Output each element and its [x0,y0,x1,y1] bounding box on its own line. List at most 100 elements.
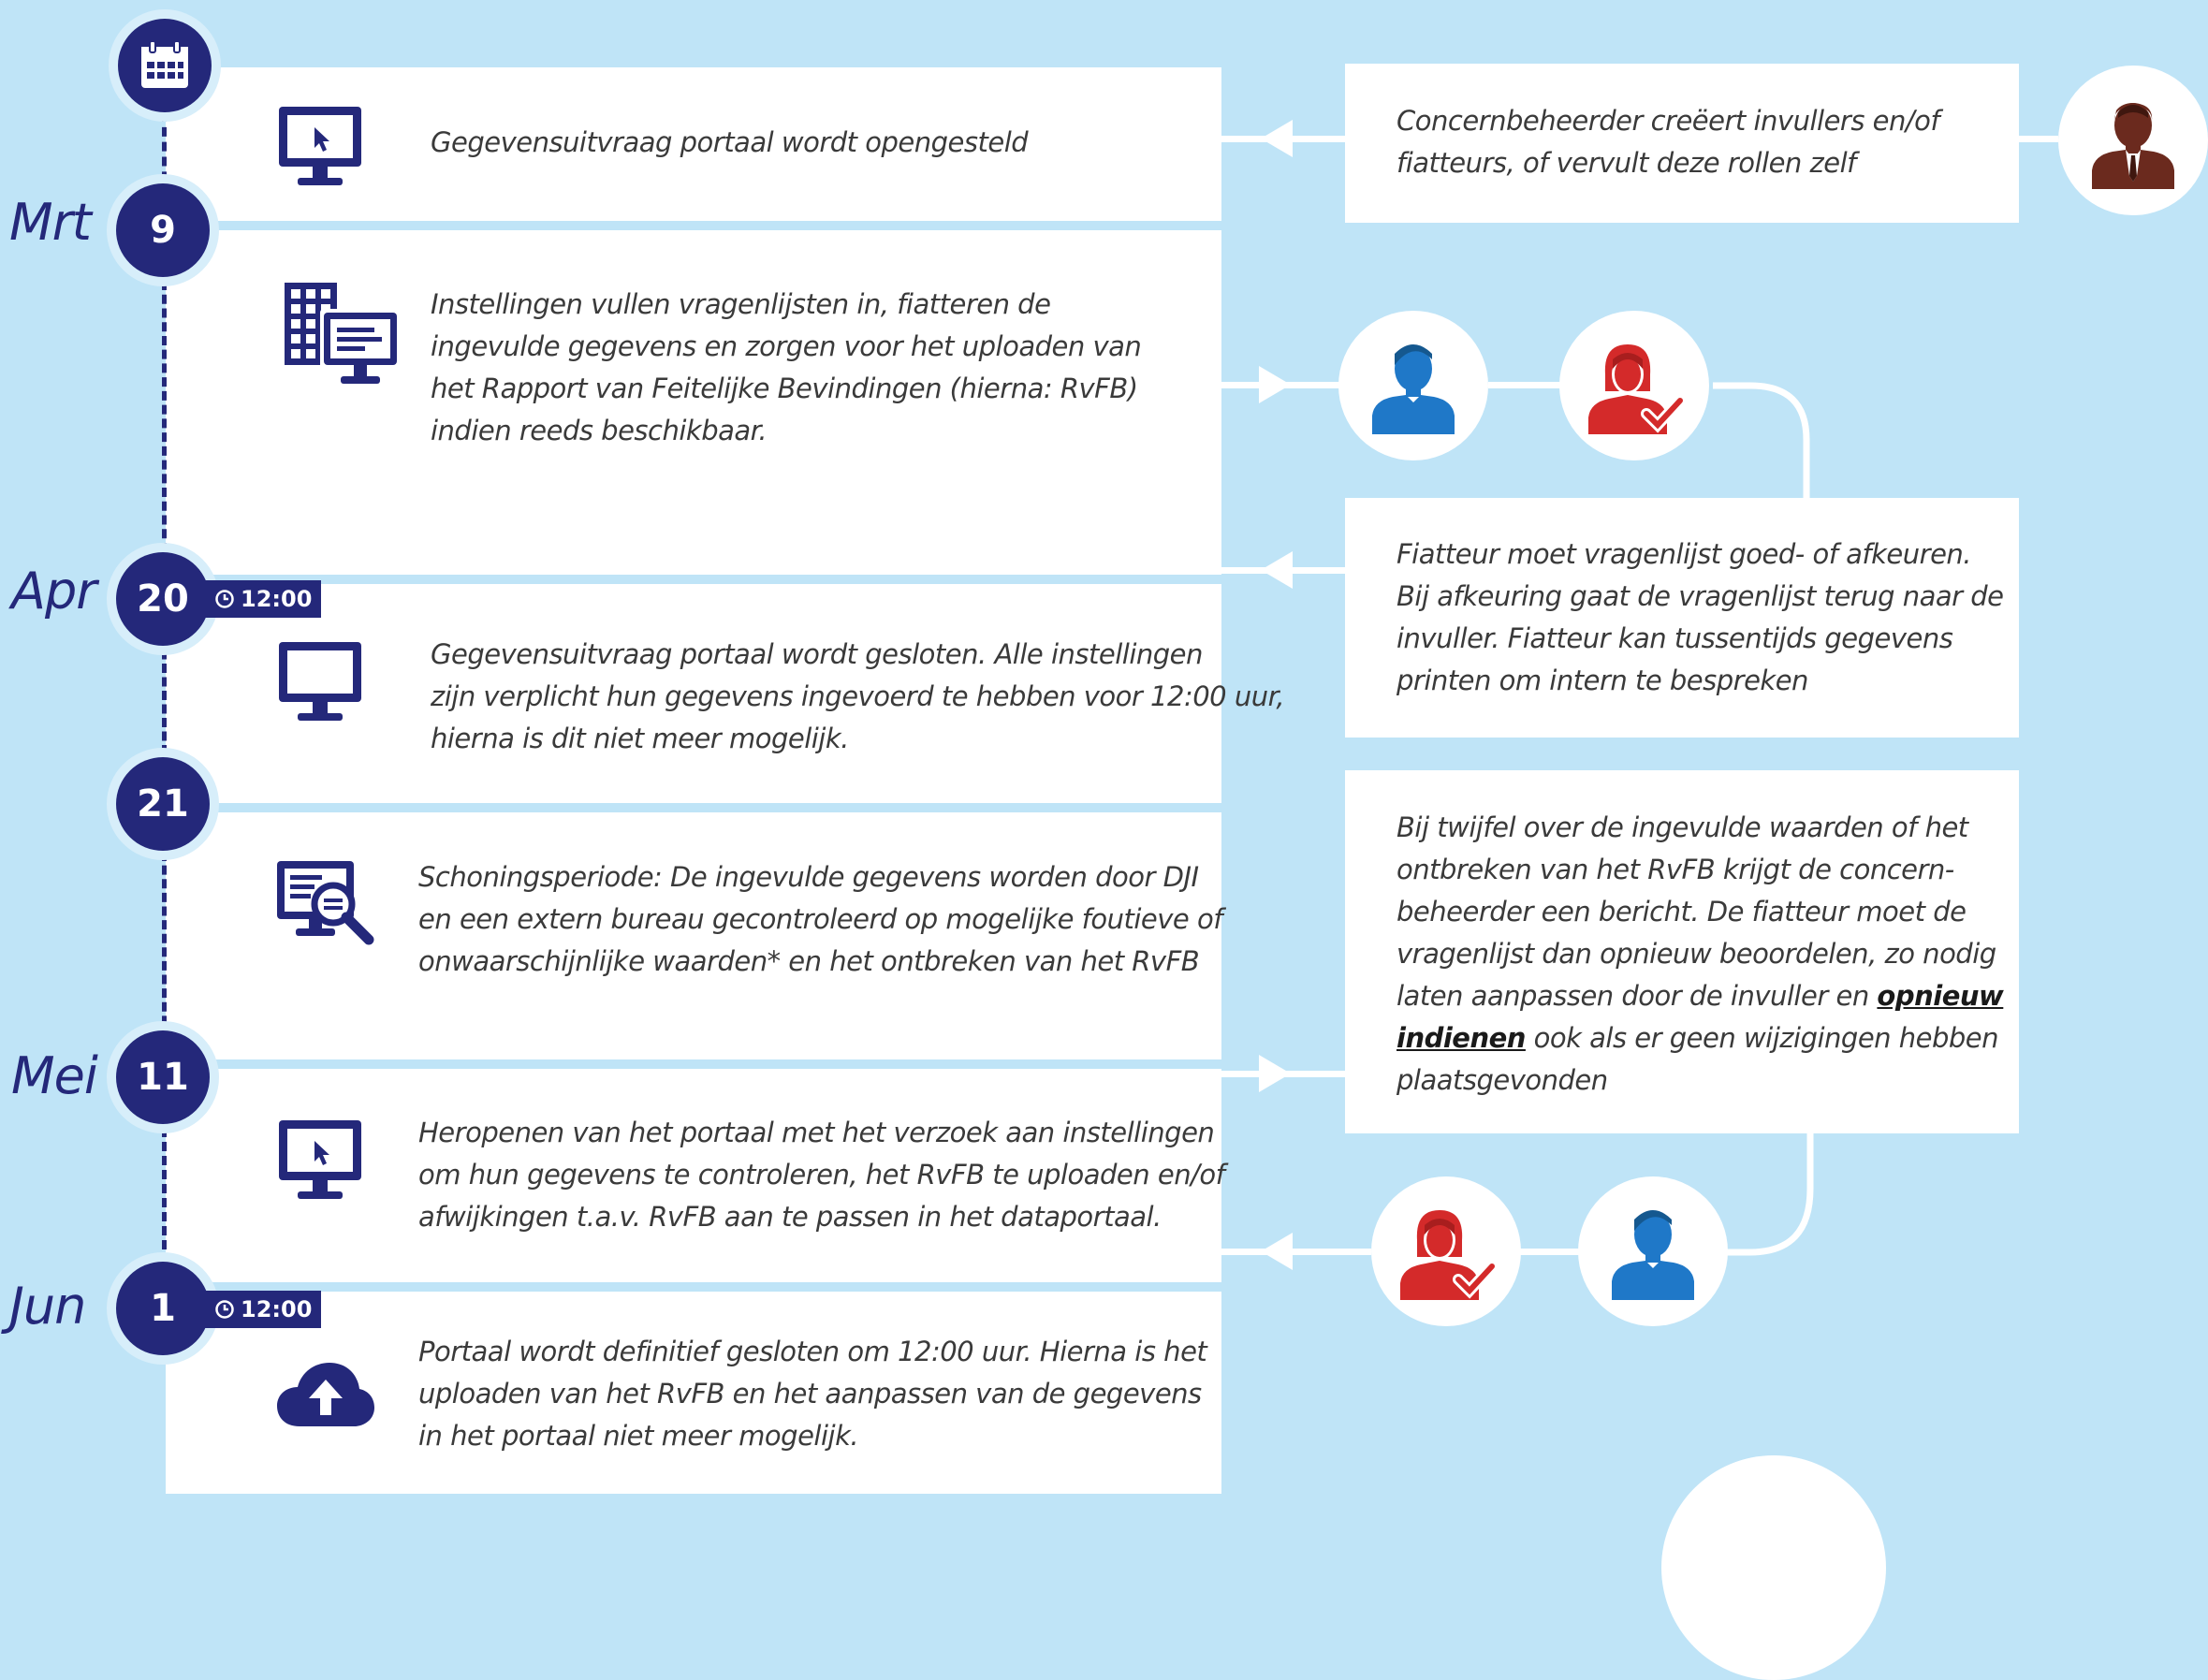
curve-connector [1713,382,1810,505]
note-fiatteur [1345,498,2019,738]
note-line: Bij twijfel over de ingevulde waarden of… [1396,811,1968,843]
timeline-dash [162,636,167,782]
step-line: Gegevensuitvraag portaal wordt opengeste… [431,126,1029,158]
calendar-icon [141,40,188,88]
building-monitor-icon [285,283,401,384]
day-circle-9: 9 [116,183,210,277]
step-line: Schoningsperiode: De ingevulde gegevens … [418,861,1199,893]
person-check-icon [1588,344,1686,434]
avatar-concernbeheerder [2058,66,2208,215]
step-text-2: Instellingen vullen vragenlijsten in, fi… [431,284,1142,452]
note-concern-text: Concernbeheerder creëert invullers en/of… [1396,100,1940,184]
note-line-part: ook als er geen wijzigingen hebben [1525,1022,1999,1054]
note-line: Bij afkeuring gaat de vragenlijst terug … [1396,580,2004,612]
avatar-partial [1661,1455,1886,1680]
connector-herinvullen [1221,1249,1371,1255]
arrow-left-icon [1261,551,1293,589]
step-line: zijn verplicht hun gegevens ingevoerd te… [431,680,1285,712]
arrow-left-icon [1261,1233,1293,1270]
note-line: fiatteurs, of vervult deze rollen zelf [1396,147,1856,179]
avatar-fiatteur-bottom [1371,1176,1521,1326]
note-twijfel-text: Bij twijfel over de ingevulde waarden of… [1396,807,2004,1102]
divider-mrt9 [187,222,1221,230]
timeline-dash [162,112,167,211]
time-badge-text: 12:00 [241,586,313,612]
timeline-dash [162,852,167,1039]
day-circle-11: 11 [116,1030,210,1124]
note-line: printen om intern te bespreken [1396,665,1808,696]
month-label-jun: Jun [9,1277,86,1336]
step-line: Instellingen vullen vragenlijsten in, fi… [431,288,1051,320]
clock-icon [215,590,234,608]
step-line: ingevulde gegevens en zorgen voor het up… [431,330,1142,362]
avatar-invuller-top [1338,311,1488,460]
note-line: Fiatteur moet vragenlijst goed- of afkeu… [1396,538,1972,570]
step-line: en een extern bureau gecontroleerd op mo… [418,903,1222,935]
divider-mei11 [187,1059,1221,1068]
note-line: beheerder een bericht. De fiatteur moet … [1396,896,1967,928]
step-line: indien reeds beschikbaar. [431,415,768,446]
arrow-right-icon [1259,1055,1291,1092]
calendar-circle [118,19,212,112]
avatar-invuller-bottom [1578,1176,1728,1326]
monitor-icon [279,642,361,721]
step-text-6: Portaal wordt definitief gesloten om 12:… [418,1331,1207,1457]
note-fiatteur-text: Fiatteur moet vragenlijst goed- of afkeu… [1396,533,2004,702]
step-line: Heropenen van het portaal met het verzoe… [418,1117,1215,1148]
monitor-cursor-icon [279,1120,361,1199]
step-text-3: Gegevensuitvraag portaal wordt gesloten.… [431,634,1285,760]
divider-jun1 [187,1282,1221,1291]
arrow-right-icon [1259,366,1291,403]
person-icon [1372,344,1455,434]
timeline-dash [162,1114,167,1264]
time-badge-text: 12:00 [241,1296,313,1322]
step-line: uploaden van het RvFB en het aanpassen v… [418,1378,1202,1410]
step-text-5: Heropenen van het portaal met het verzoe… [418,1112,1225,1238]
step-line: onwaarschijnlijke waarden* en het ontbre… [418,945,1200,977]
time-badge-apr20: 12:00 [205,580,322,618]
month-label-apr: Apr [11,562,96,621]
note-line: indienen ook als er geen wijzigingen heb… [1396,1017,2003,1059]
clock-icon [215,1300,234,1319]
opnieuw-indienen-link[interactable]: opnieuw [1877,980,2004,1012]
monitor-cursor-icon [279,107,361,185]
panel-step-4 [166,812,1221,1059]
day-circle-21: 21 [116,757,210,851]
month-label-mrt: Mrt [9,193,92,252]
step-line: om hun gegevens te controleren, het RvFB… [418,1159,1225,1191]
step-line: afwijkingen t.a.v. RvFB aan te passen in… [418,1201,1162,1233]
step-line: Gegevensuitvraag portaal wordt gesloten.… [431,638,1203,670]
divider-apr20 [187,575,1221,583]
note-line: invuller. Fiatteur kan tussentijds gegev… [1396,622,1953,654]
step-line: Portaal wordt definitief gesloten om 12:… [418,1336,1207,1367]
cloud-upload-icon [277,1363,374,1426]
person-check-icon [1400,1210,1498,1300]
day-circle-1: 1 [116,1262,210,1355]
connector-avatars-bottom [1507,1249,1582,1255]
note-twijfel [1345,770,2019,1133]
curve-connector [1722,1132,1814,1256]
divider-21 [187,803,1221,811]
opnieuw-indienen-link[interactable]: indienen [1396,1022,1526,1054]
document-search-icon [277,861,374,945]
note-line: laten aanpassen door de invuller en opni… [1396,975,2004,1017]
person-icon [1612,1210,1694,1300]
note-line: ontbreken van het RvFB krijgt de concern… [1396,854,1954,885]
step-text-1: Gegevensuitvraag portaal wordt opengeste… [431,122,1029,164]
note-line: plaatsgevonden [1396,1064,1608,1096]
day-circle-20: 20 [116,552,210,646]
business-person-icon [2092,103,2174,189]
panel-step-2 [166,230,1221,575]
avatar-fiatteur-top [1559,311,1709,460]
step-text-4: Schoningsperiode: De ingevulde gegevens … [418,856,1222,983]
note-line: vragenlijst dan opnieuw beoordelen, zo n… [1396,938,1996,970]
connector-concern-avatar [2019,136,2058,142]
month-label-mei: Mei [11,1046,98,1105]
arrow-left-icon [1261,120,1293,157]
note-line: Concernbeheerder creëert invullers en/of [1396,105,1940,137]
step-line: in het portaal niet meer mogelijk. [418,1420,859,1452]
timeline-dash [162,281,167,552]
connector-twijfel [1147,1071,1345,1077]
step-line: hierna is dit niet meer mogelijk. [431,723,849,754]
time-badge-jun1: 12:00 [205,1291,322,1328]
